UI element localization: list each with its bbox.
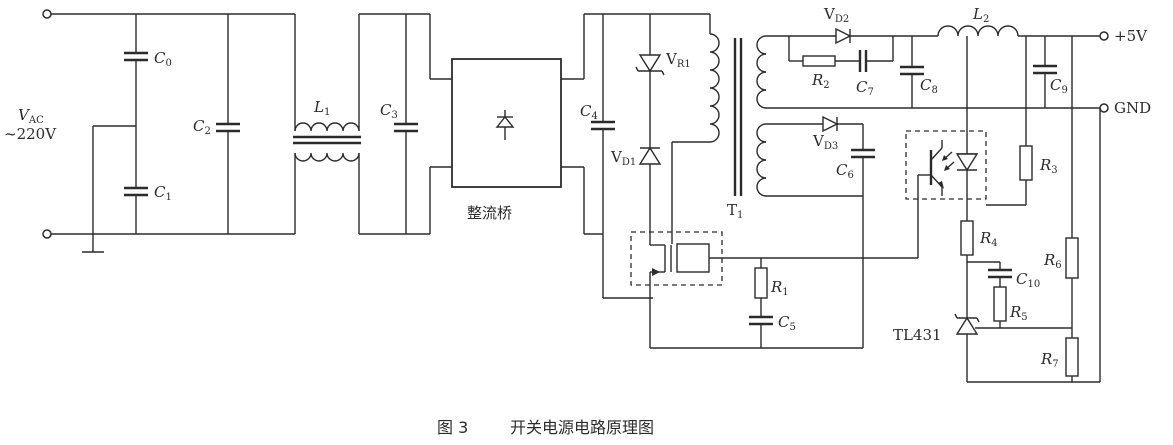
label-c7: C7	[856, 78, 874, 98]
label-c3: C3	[380, 101, 398, 121]
label-l1: L1	[313, 98, 330, 118]
switch-ic	[630, 175, 919, 348]
plus-5v-terminal	[1099, 31, 1109, 41]
label-c10: C10	[1016, 270, 1040, 290]
ac-input-terminal-top	[42, 9, 52, 19]
label-plus-5v: +5V	[1114, 27, 1148, 45]
label-r2: R2	[811, 71, 830, 91]
label-r4: R4	[979, 229, 998, 249]
figure-caption: 图 3 开关电源电路原理图	[437, 418, 654, 437]
capacitor-c3	[394, 14, 418, 234]
label-c6: C6	[836, 161, 854, 181]
label-c8: C8	[920, 76, 938, 96]
caption-title: 开关电源电路原理图	[510, 418, 654, 437]
label-c0: C0	[154, 49, 172, 69]
label-l2: L2	[972, 5, 989, 25]
label-bridge: 整流桥	[467, 204, 512, 222]
label-c5: C5	[778, 313, 796, 333]
caption-figure-number: 图 3	[437, 418, 468, 437]
optocoupler	[905, 36, 987, 221]
gnd-terminal	[1099, 103, 1109, 113]
bridge-rectifier	[429, 13, 710, 235]
feedback-network	[954, 220, 1100, 383]
label-r1: R1	[770, 278, 789, 298]
label-vd2: VD2	[823, 5, 849, 25]
transformer-secondary	[756, 27, 1100, 109]
ac-input-terminal-bottom	[42, 229, 52, 239]
primary-snubber	[591, 14, 665, 299]
r3-branch	[986, 36, 1033, 206]
label-c2: C2	[193, 117, 211, 137]
label-t1: T1	[727, 201, 743, 221]
label-vd1: VD1	[610, 148, 636, 168]
component-labels: VAC ~220V C0 C1 C2 L1 C3 整流桥 C4 VR1 VD1 …	[4, 5, 1151, 370]
transformer-primary	[671, 14, 743, 236]
label-gnd: GND	[1114, 99, 1151, 117]
label-r5: R5	[1009, 303, 1028, 323]
label-vac: VAC	[18, 106, 44, 126]
label-vd3: VD3	[812, 132, 838, 152]
label-vr1: VR1	[665, 50, 691, 70]
output-filter	[937, 25, 1109, 113]
label-tl431: TL431	[893, 326, 942, 344]
r1-c5-network	[650, 258, 863, 349]
label-r7: R7	[1040, 350, 1059, 370]
input-wiring	[51, 13, 295, 253]
voltage-divider	[1065, 36, 1101, 382]
label-c9: C9	[1050, 76, 1068, 96]
input-terminals	[42, 9, 52, 239]
label-c1: C1	[154, 183, 172, 203]
label-r6: R6	[1043, 251, 1062, 271]
label-r3: R3	[1039, 156, 1058, 176]
label-vac-value: ~220V	[4, 125, 57, 143]
common-mode-choke-l1	[293, 13, 430, 235]
label-c4: C4	[580, 102, 598, 122]
auxiliary-winding	[756, 115, 875, 348]
